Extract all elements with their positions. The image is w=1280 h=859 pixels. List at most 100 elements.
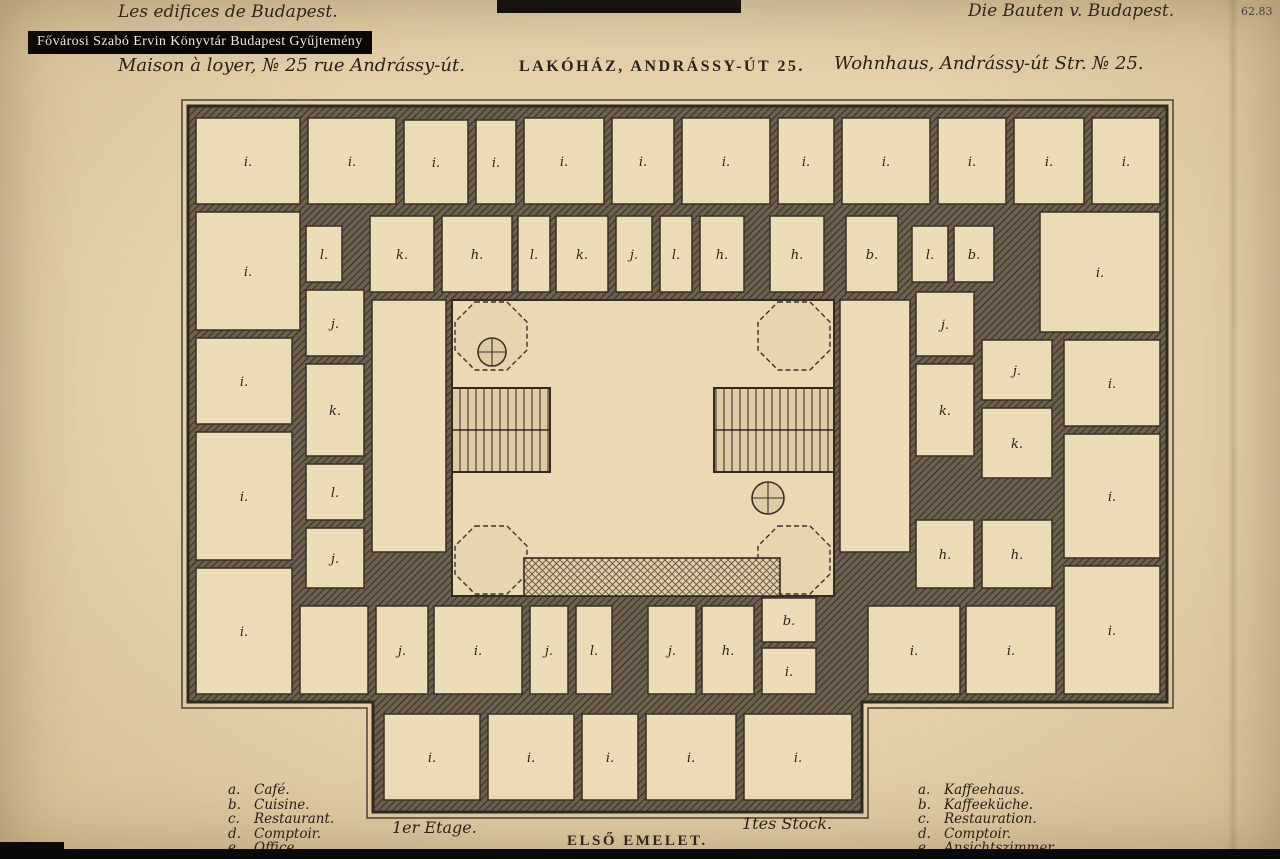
legend-label: Comptoir.: [944, 825, 1012, 842]
room-label: k.: [939, 404, 951, 419]
corridor: [299, 605, 369, 695]
room: [433, 605, 523, 695]
room: [195, 567, 293, 695]
room: [305, 527, 365, 589]
room: [915, 519, 975, 589]
legend-key: a.: [918, 782, 931, 798]
floor-label-french: 1er Etage.: [392, 818, 477, 837]
room-label: i.: [240, 625, 248, 640]
room-label: i.: [240, 375, 248, 390]
room: [523, 117, 605, 205]
legend-item: c.Restaurant.: [228, 812, 334, 827]
room-label: j.: [627, 248, 638, 263]
room-label: i.: [687, 751, 695, 766]
room-label: l.: [672, 248, 680, 263]
legend-german: a. Kaffeehaus.b.Kaffeeküche.c. Restauratio…: [918, 783, 1057, 856]
room: [517, 215, 551, 293]
room-label: k.: [1011, 437, 1023, 452]
staircase-right: [713, 387, 835, 473]
paper-crease: [1228, 0, 1238, 859]
room-label: h.: [791, 248, 804, 263]
room-label: i.: [527, 751, 535, 766]
room: [647, 605, 697, 695]
scan-strip-bottom: [0, 849, 1280, 859]
room: [305, 463, 365, 521]
room-label: b.: [866, 248, 878, 263]
legend-item: b.Kaffeeküche.: [918, 796, 1057, 813]
room: [915, 291, 975, 357]
room: [195, 431, 293, 561]
room-label: h.: [939, 548, 952, 563]
room: [981, 339, 1053, 401]
room: [761, 647, 817, 695]
room-label: l.: [331, 486, 339, 501]
room: [845, 215, 899, 293]
room: [1063, 339, 1161, 427]
room: [475, 119, 517, 205]
room: [1063, 565, 1161, 695]
room: [581, 713, 639, 801]
room: [769, 215, 825, 293]
room-label: k.: [396, 248, 408, 263]
legend-key: c.: [228, 811, 240, 827]
room-label: i.: [802, 155, 810, 170]
room: [1039, 211, 1161, 333]
legend-label: Restauration.: [944, 811, 1037, 827]
room-label: i.: [1096, 266, 1104, 281]
room-label: i.: [882, 155, 890, 170]
room-label: b.: [968, 248, 980, 263]
room-label: l.: [926, 248, 934, 263]
room: [915, 363, 975, 457]
room: [369, 215, 435, 293]
legend-key: d.: [228, 825, 241, 842]
series-title-german: Die Bauten v. Budapest.: [968, 1, 1175, 21]
room: [953, 225, 995, 283]
legend-label: Kaffeeküche.: [944, 796, 1034, 813]
legend-item: d.Comptoir.: [918, 825, 1057, 842]
room-label: i.: [1108, 624, 1116, 639]
legend-key: b.: [228, 796, 241, 813]
room: [777, 117, 835, 205]
rooms-layer: i. i. i. i. i. i. i. i. i. i. i. i. k. h. l. k. j. l. h. h.…: [195, 117, 1161, 801]
series-title-french: Les edifices de Budapest.: [118, 2, 338, 22]
room: [305, 225, 343, 283]
legend-label: Kaffeehaus.: [944, 782, 1025, 798]
room: [981, 407, 1053, 479]
room-label: i.: [785, 665, 793, 680]
legend-item: b.Cuisine.: [228, 796, 334, 813]
room-label: i.: [1108, 490, 1116, 505]
legend-french: a.Café.b.Cuisine.c.Restaurant.d.Comptoir…: [228, 783, 334, 856]
corridor: [839, 299, 911, 553]
legend-key: a.: [228, 782, 241, 798]
room-label: h.: [722, 644, 735, 659]
room-label: i.: [348, 155, 356, 170]
room: [195, 117, 301, 205]
room-label: i.: [474, 644, 482, 659]
room-label: i.: [794, 751, 802, 766]
legend-key: c.: [918, 811, 930, 827]
room-label: j.: [328, 552, 339, 567]
room: [611, 117, 675, 205]
room: [645, 713, 737, 801]
room: [529, 605, 569, 695]
room-label: j.: [328, 317, 339, 332]
plate-subtitle-german: Wohnhaus, Andrássy-út Str. № 25.: [834, 53, 1144, 74]
building-plinth: [181, 99, 1174, 819]
room: [487, 713, 575, 801]
room-label: j.: [665, 644, 676, 659]
room-label: j.: [395, 644, 406, 659]
room-label: i.: [560, 155, 568, 170]
room: [383, 713, 481, 801]
room: [701, 605, 755, 695]
room-label: h.: [1011, 548, 1024, 563]
room: [681, 117, 771, 205]
room-label: i.: [1108, 377, 1116, 392]
room: [441, 215, 513, 293]
room-label: j.: [938, 318, 949, 333]
spiral-stair-right: [751, 481, 785, 515]
room: [699, 215, 745, 293]
room: [1091, 117, 1161, 205]
room: [937, 117, 1007, 205]
legend-item: a.Café.: [228, 783, 334, 798]
